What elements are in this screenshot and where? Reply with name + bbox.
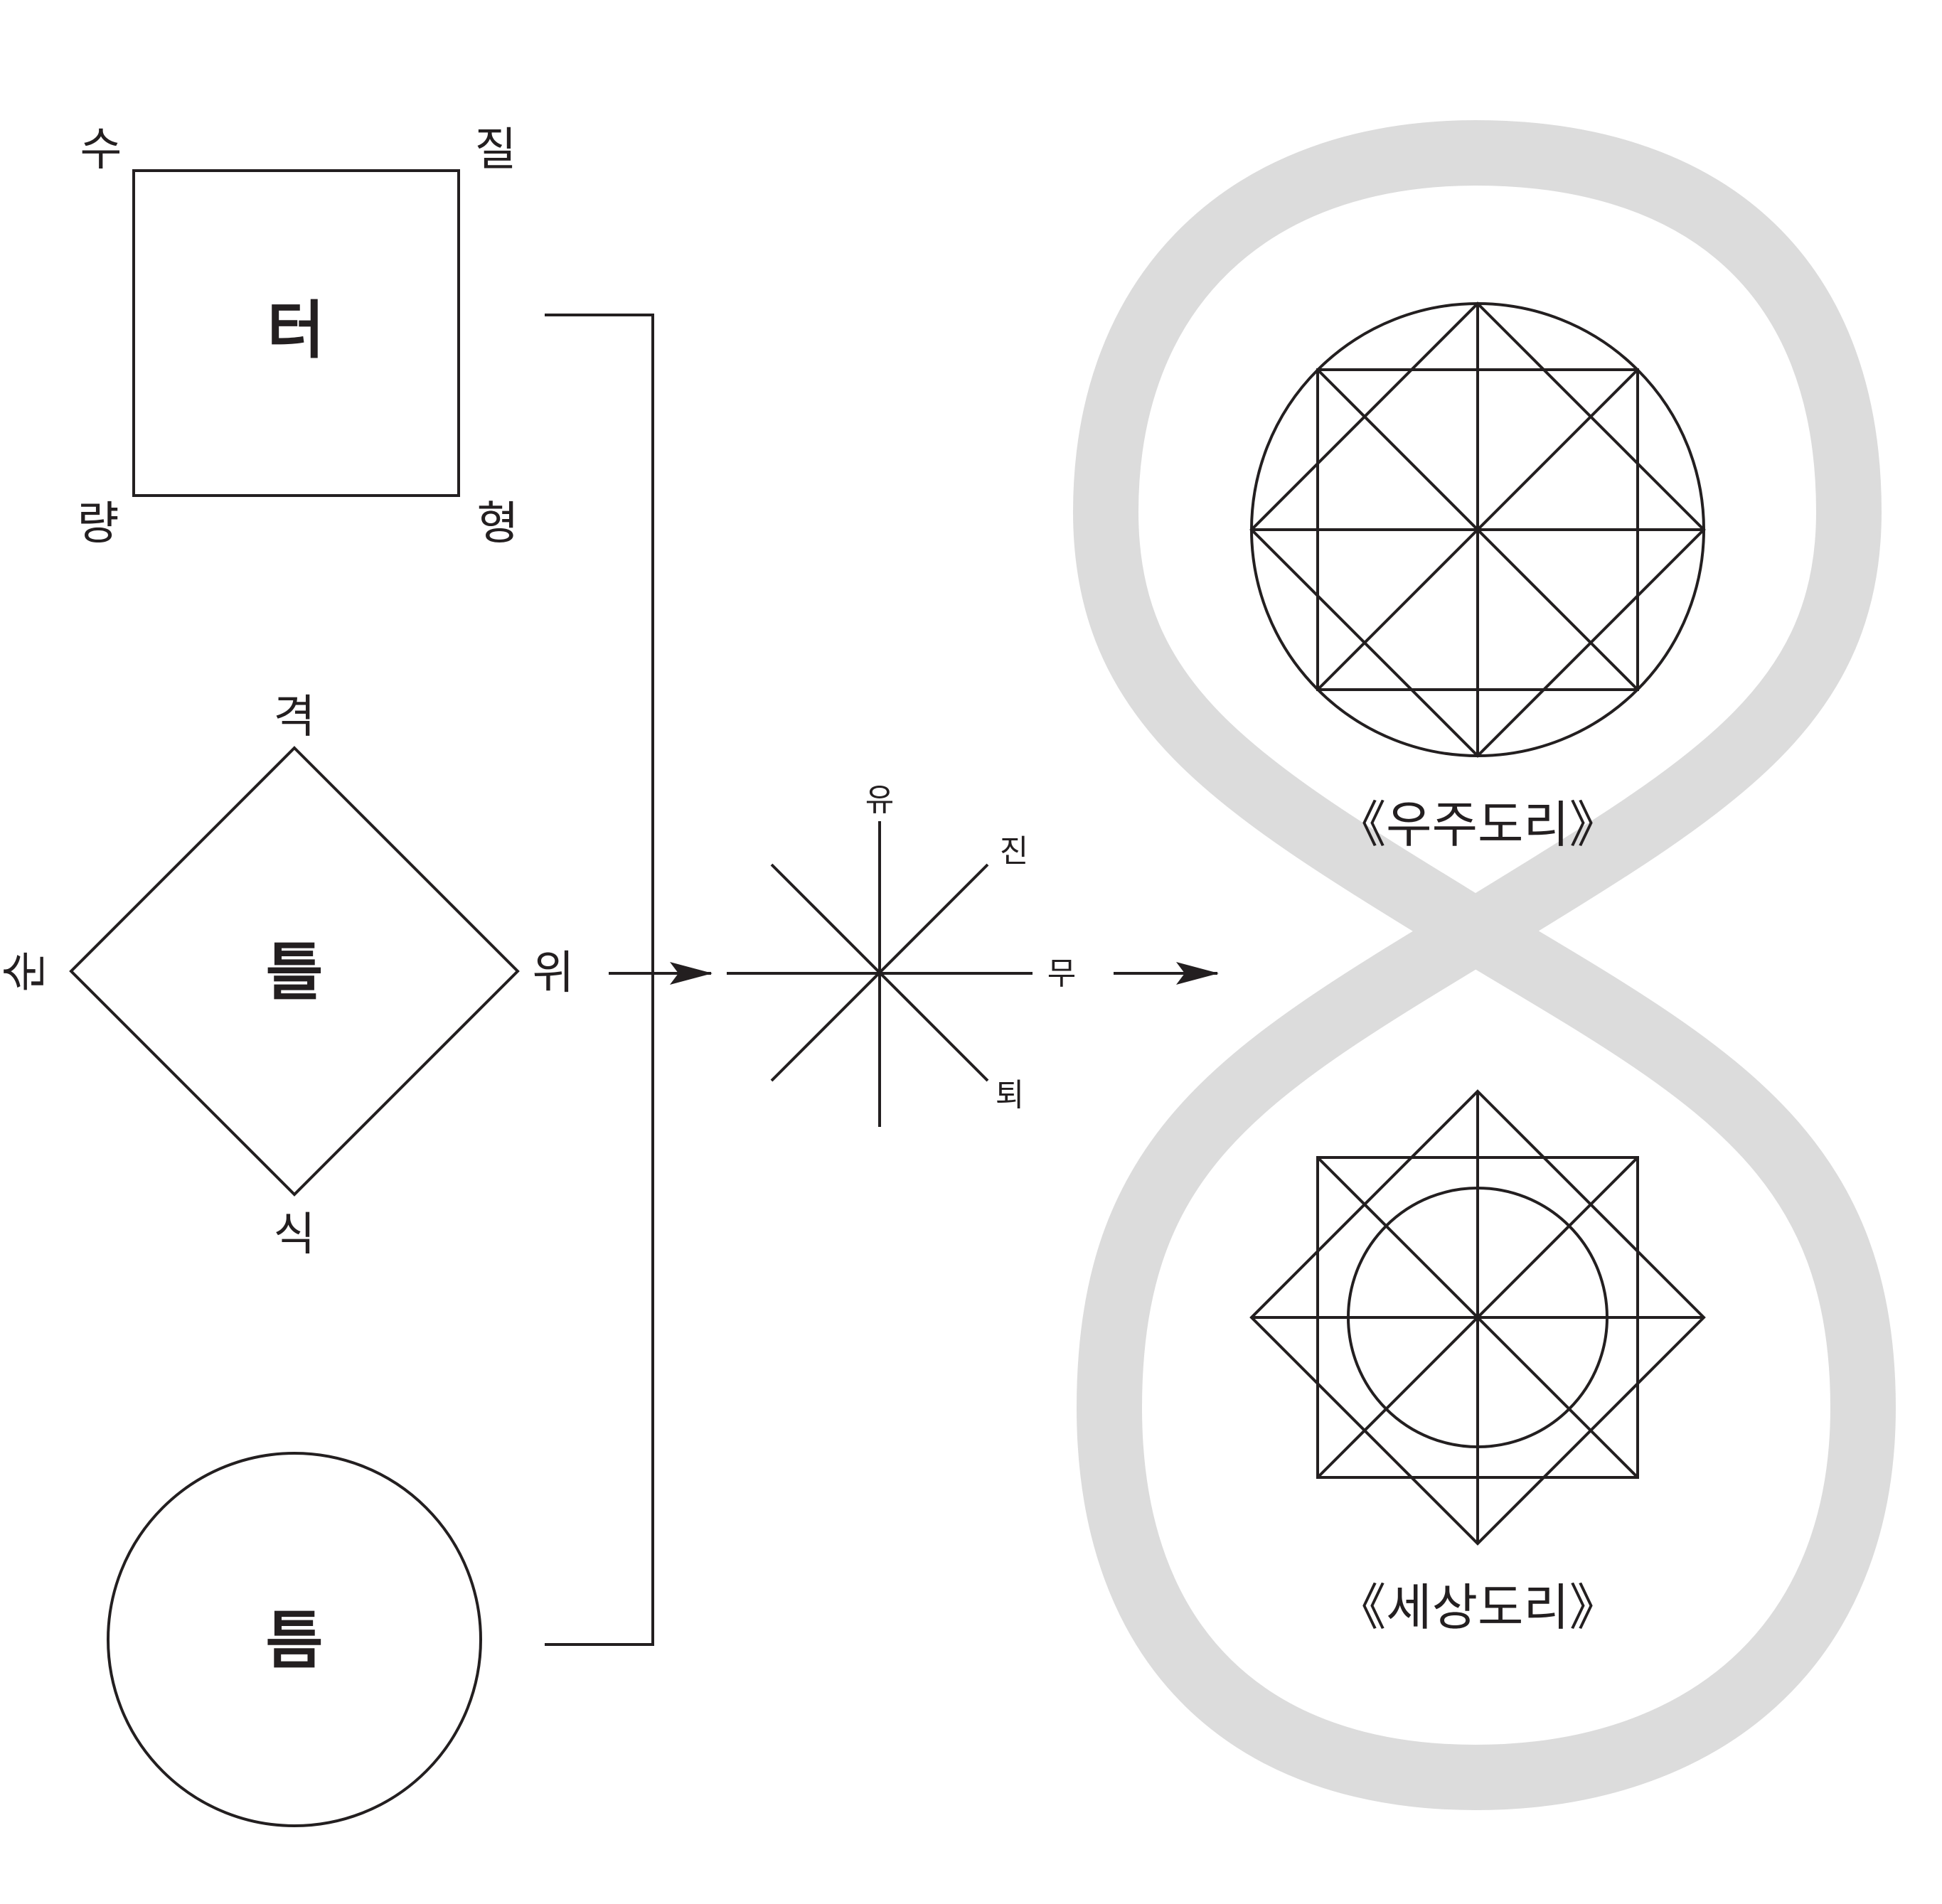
circle-center-label: 틈 — [266, 1604, 324, 1677]
lower-emblem-caption: 《세상도리》 — [1336, 1578, 1619, 1637]
diamond-group: 틀 격 식 위 순 — [0, 691, 574, 1261]
square-corner-top-left: 수 — [80, 124, 122, 176]
upper-emblem: 《우주도리》 — [1249, 301, 1706, 854]
circle-shape — [107, 1452, 482, 1827]
diamond-vertex-left: 순 — [0, 951, 52, 993]
diamond-center-label: 틀 — [266, 936, 324, 1009]
star-label-top: 유 — [865, 782, 894, 818]
diamond-vertex-top: 격 — [274, 691, 316, 744]
square-group: 터 수 질 량 형 — [78, 124, 519, 550]
square-corner-bottom-left: 량 — [78, 498, 119, 550]
star-label-lower-right: 퇴 — [996, 1077, 1024, 1113]
bracket-line — [545, 314, 654, 1646]
star-diagonal-falling — [770, 863, 989, 1082]
lower-emblem-diagonal-b — [1316, 1156, 1639, 1479]
diamond-vertex-right: 위 — [533, 947, 575, 1000]
diamond-vertex-bottom: 식 — [274, 1209, 316, 1261]
star-label-upper-right: 진 — [1000, 833, 1028, 870]
circle-group: 틈 — [107, 1452, 482, 1827]
square-corner-bottom-right: 형 — [477, 498, 519, 550]
upper-emblem-caption: 《우주도리》 — [1336, 796, 1619, 854]
diamond-shape — [69, 746, 520, 1197]
figure-eight-band — [1072, 119, 1896, 1811]
upper-emblem-diagonal-b — [1316, 368, 1639, 691]
square-center-label: 터 — [267, 294, 325, 367]
square-shape — [132, 169, 460, 497]
lower-emblem: 《세상도리》 — [1249, 1089, 1706, 1637]
square-corner-top-right: 질 — [475, 124, 517, 176]
star-group: 유 진 무 퇴 — [727, 782, 1076, 1127]
star-label-right: 무 — [1047, 956, 1076, 992]
